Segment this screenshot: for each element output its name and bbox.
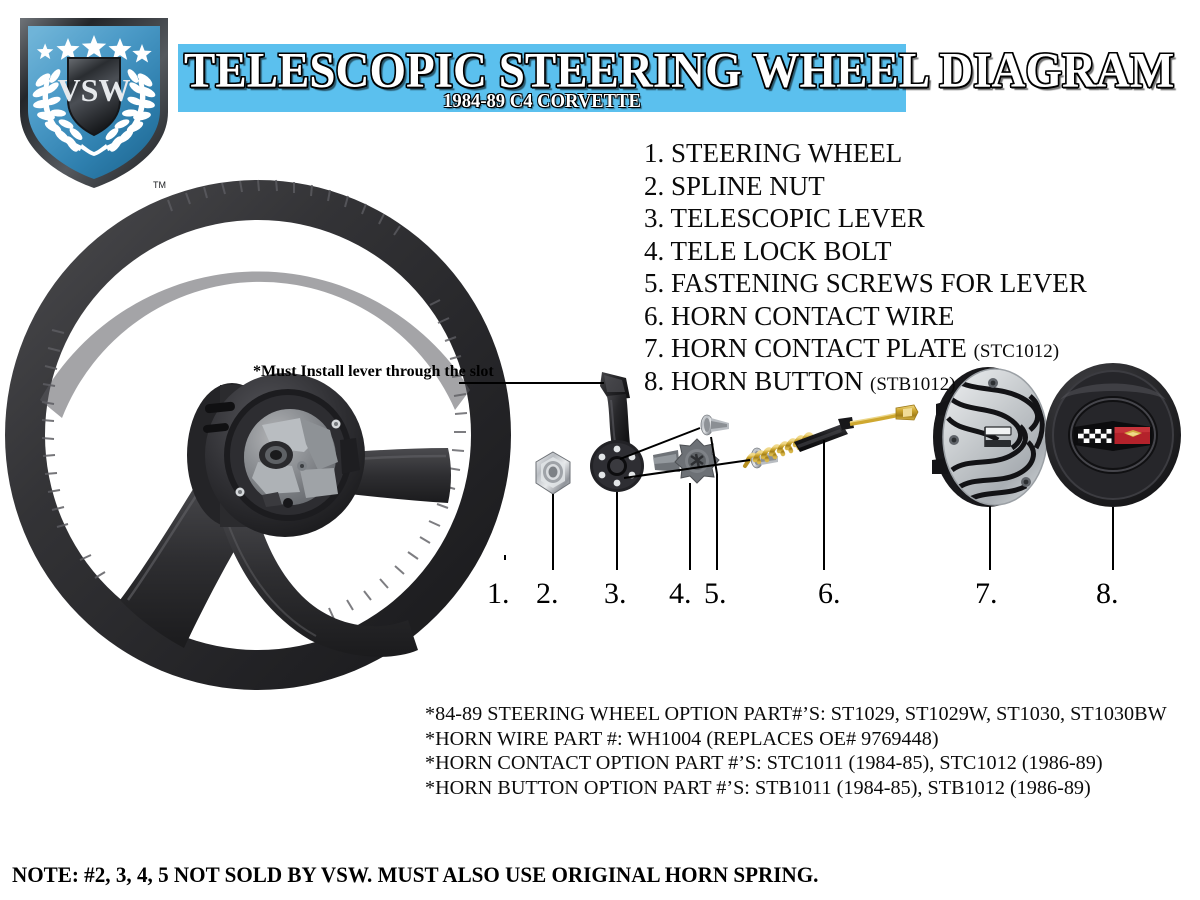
page-title: TELESCOPIC STEERING WHEEL DIAGRAM (184, 43, 1175, 99)
page-subtitle: 1984-89 C4 CORVETTE (443, 90, 641, 112)
horn-button-graphic (1045, 363, 1181, 507)
callout-number-5: 5. (704, 577, 727, 610)
list-item-number: 2. (644, 170, 665, 201)
slot-install-callout: *Must Install lever through the slot (253, 363, 494, 380)
list-item-label: HORN BUTTON (671, 365, 864, 396)
callout-number-6: 6. (818, 577, 841, 610)
vsw-shield-logo: VSW (6, 8, 182, 193)
horn-contact-plate-graphic (932, 367, 1048, 507)
list-item-label: STEERING WHEEL (671, 138, 903, 168)
list-item-number: 5. (644, 268, 665, 298)
list-item-label: TELE LOCK BOLT (670, 235, 892, 266)
steering-wheel-graphic (5, 179, 511, 690)
vsw-monogram: VSW (58, 72, 131, 108)
part-note-line: *84-89 STEERING WHEEL OPTION PART#’S: ST… (425, 703, 1167, 725)
list-item: 7. HORN CONTACT PLATE (STC1012) (644, 333, 1087, 367)
callout-number-8: 8. (1096, 577, 1119, 610)
list-item: 3. TELESCOPIC LEVER (644, 203, 1087, 237)
list-item-number: 3. (644, 203, 665, 233)
part-number-notes: *84-89 STEERING WHEEL OPTION PART#’S: ST… (425, 702, 1167, 800)
telescopic-lever-graphic (590, 372, 644, 492)
part-note-line: *HORN CONTACT OPTION PART #’S: STC1011 (… (425, 752, 1103, 774)
list-item-label: SPLINE NUT (671, 170, 825, 201)
list-item-number: 6. (644, 300, 665, 331)
title-banner: TELESCOPIC STEERING WHEEL DIAGRAM 1984-8… (178, 43, 1174, 112)
callout-number-3: 3. (604, 577, 627, 610)
list-item-number: 7. (644, 333, 665, 363)
list-item-part-number: (STC1012) (973, 341, 1060, 362)
list-item-label: HORN CONTACT PLATE (671, 333, 967, 363)
leader-lines (459, 382, 1114, 570)
list-item-label: HORN CONTACT WIRE (671, 300, 955, 331)
list-item: 4. TELE LOCK BOLT (644, 235, 1087, 270)
list-item-number: 4. (644, 235, 665, 266)
parts-legend-list: 1. STEERING WHEEL 2. SPLINE NUT 3. TELES… (644, 138, 1087, 400)
list-item-part-number: (STB1012) (870, 373, 956, 395)
list-item: 6. HORN CONTACT WIRE (644, 300, 1087, 335)
list-item: 2. SPLINE NUT (644, 170, 1087, 205)
horn-contact-wire-graphic (743, 404, 919, 468)
list-item-label: TELESCOPIC LEVER (670, 203, 925, 233)
tele-lock-bolt-graphic (653, 438, 720, 484)
list-item-label: FASTENING SCREWS FOR LEVER (671, 268, 1087, 298)
bottom-note: NOTE: #2, 3, 4, 5 NOT SOLD BY VSW. MUST … (12, 862, 819, 887)
corvette-emblem (1074, 421, 1152, 451)
list-item-number: 1. (644, 138, 665, 168)
callout-number-1: 1. (487, 577, 510, 610)
list-item: 5. FASTENING SCREWS FOR LEVER (644, 268, 1087, 302)
callout-number-7: 7. (975, 577, 998, 610)
list-item: 1. STEERING WHEEL (644, 138, 1087, 172)
part-note-line: *HORN WIRE PART #: WH1004 (REPLACES OE# … (425, 727, 939, 750)
list-item-number: 8. (644, 365, 665, 396)
trademark-mark: TM (153, 180, 166, 190)
list-item: 8. HORN BUTTON (STB1012) (644, 365, 1087, 400)
callout-number-2: 2. (536, 577, 559, 610)
part-note-line: *HORN BUTTON OPTION PART #’S: STB1011 (1… (425, 776, 1091, 799)
spline-nut-graphic (535, 451, 571, 495)
callout-number-4: 4. (669, 577, 692, 610)
